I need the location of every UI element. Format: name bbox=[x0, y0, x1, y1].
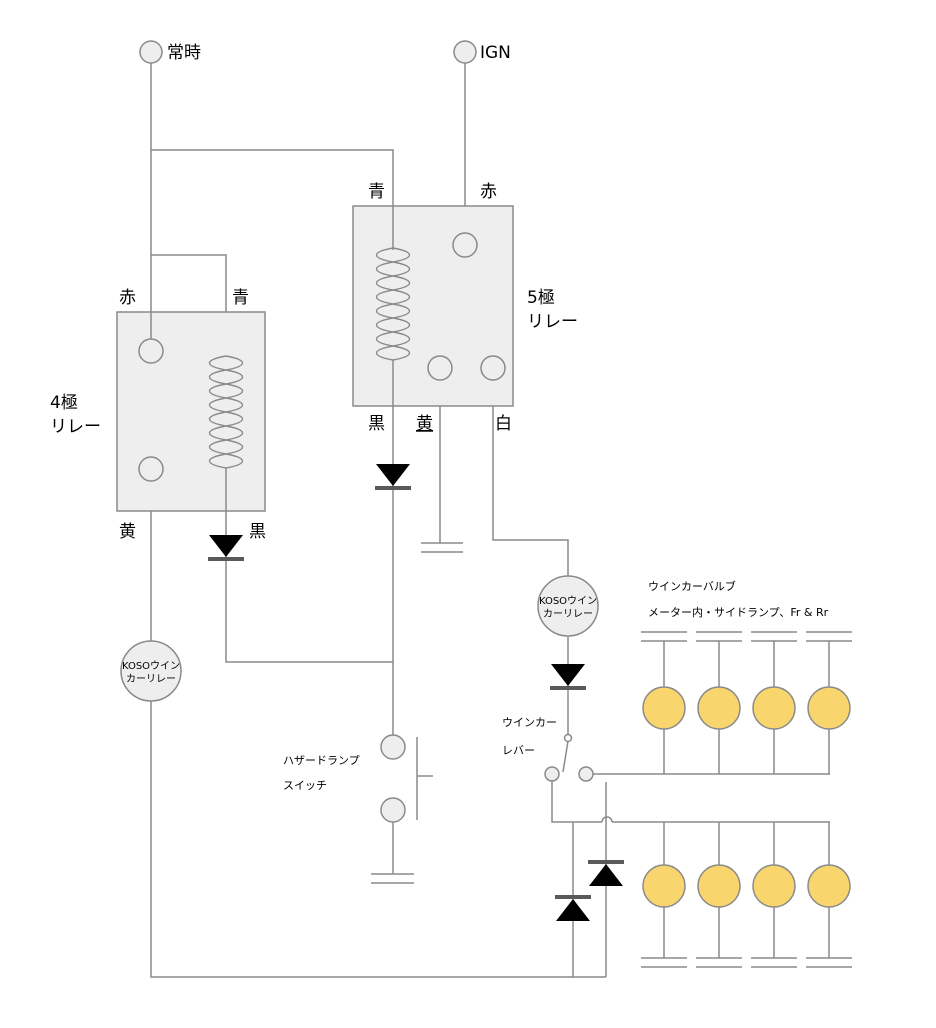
constant-power-terminal bbox=[139, 40, 163, 64]
koso-a-label-line1: KOSOウイン bbox=[122, 660, 180, 672]
lever-terminal-right bbox=[578, 766, 594, 782]
hazard-switch-terminal-top bbox=[380, 734, 406, 760]
relay-5pole-black-label: 黒 bbox=[368, 414, 385, 434]
relay-5pole-yellow-terminal bbox=[427, 355, 453, 381]
diode-lower-left-triangle bbox=[556, 899, 590, 921]
relay-5pole-ign-terminal bbox=[452, 232, 478, 258]
koso-relay-a bbox=[120, 640, 182, 702]
constant-label: 常時 bbox=[167, 43, 201, 63]
lever-contact bbox=[562, 740, 569, 773]
bulb-subtitle: メーター内・サイドランプ、Fr & Rr bbox=[648, 605, 829, 619]
diode-4pole-black-triangle bbox=[209, 535, 243, 557]
diode-5pole-black bbox=[375, 464, 411, 490]
wire-lower-bulb-bus-a bbox=[551, 781, 602, 823]
bulb-bottom-2 bbox=[697, 864, 741, 908]
relay-4pole-name-line1: 4極 bbox=[50, 393, 78, 413]
lever-label-line2: レバー bbox=[502, 744, 535, 757]
bulb-row-bottom bbox=[641, 864, 852, 968]
koso-b-label-line2: カーリレー bbox=[543, 608, 593, 620]
ground-hazard bbox=[371, 873, 414, 884]
relay-5pole bbox=[352, 205, 514, 407]
relay-5pole-white-terminal bbox=[480, 355, 506, 381]
relay-4pole-yellow-label: 黄 bbox=[119, 522, 136, 542]
wire-bottom-bus bbox=[150, 700, 606, 978]
diode-4pole-black bbox=[208, 535, 244, 561]
bulb-bottom-4 bbox=[807, 864, 851, 908]
ign-terminal bbox=[453, 40, 477, 64]
wire-crossover bbox=[601, 816, 613, 823]
relay-4pole-box bbox=[116, 311, 266, 512]
bulb-row-top bbox=[641, 631, 852, 730]
bulb-top-2 bbox=[697, 686, 741, 730]
diode-lower-right-triangle bbox=[589, 864, 623, 886]
bulb-top-4 bbox=[807, 686, 851, 730]
diode-koso-b bbox=[550, 664, 586, 690]
bulb-bottom-1 bbox=[642, 864, 686, 908]
relay-5pole-coil bbox=[375, 247, 411, 361]
koso-b-label-line1: KOSOウイン bbox=[539, 595, 597, 607]
bulb-bottom-3 bbox=[752, 864, 796, 908]
labels: 常時 IGN 青 赤 5極 リレー 黒 黄 白 赤 青 4極 リレー 黄 黒 K… bbox=[50, 43, 829, 792]
relay-5pole-blue-label: 青 bbox=[368, 182, 385, 202]
relay-4pole-blue-label: 青 bbox=[232, 288, 249, 308]
relay-4pole-black-label: 黒 bbox=[249, 522, 266, 542]
relay-5pole-yellow-label: 黄 bbox=[416, 414, 433, 434]
lever-pivot bbox=[563, 733, 573, 743]
bulb-title: ウインカーバルブ bbox=[648, 579, 736, 593]
lever-terminal-left bbox=[544, 766, 560, 782]
relay-5pole-white-label: 白 bbox=[495, 414, 512, 434]
hazard-label-line2: スイッチ bbox=[283, 779, 327, 792]
hazard-switch-terminal-bottom bbox=[380, 797, 406, 823]
bulb-top-1 bbox=[642, 686, 686, 730]
relay-4pole-red-terminal bbox=[138, 338, 164, 364]
koso-relay-b bbox=[537, 575, 599, 637]
ground-5pole-yellow bbox=[421, 542, 463, 553]
bulb-top-3 bbox=[752, 686, 796, 730]
relay-4pole-name-line2: リレー bbox=[50, 417, 101, 437]
lever-label-line1: ウインカー bbox=[502, 716, 557, 729]
diode-lower-right bbox=[588, 860, 624, 886]
diode-lower-left bbox=[555, 895, 591, 921]
hazard-label-line1: ハザードランプ bbox=[283, 754, 360, 767]
koso-a-label-line2: カーリレー bbox=[126, 673, 176, 685]
relay-5pole-red-label: 赤 bbox=[480, 182, 497, 202]
relay-5pole-name-line1: 5極 bbox=[527, 288, 555, 308]
wire-5pole-white bbox=[492, 381, 569, 576]
diode-5pole-black-triangle bbox=[376, 464, 410, 486]
diode-koso-b-triangle bbox=[551, 664, 585, 686]
relay-4pole-coil bbox=[208, 355, 244, 469]
ign-label: IGN bbox=[480, 43, 511, 63]
relay-4pole bbox=[116, 311, 266, 512]
relay-4pole-yellow-terminal bbox=[138, 456, 164, 482]
relay-4pole-red-label: 赤 bbox=[119, 288, 136, 308]
relay-5pole-name-line2: リレー bbox=[527, 312, 578, 332]
